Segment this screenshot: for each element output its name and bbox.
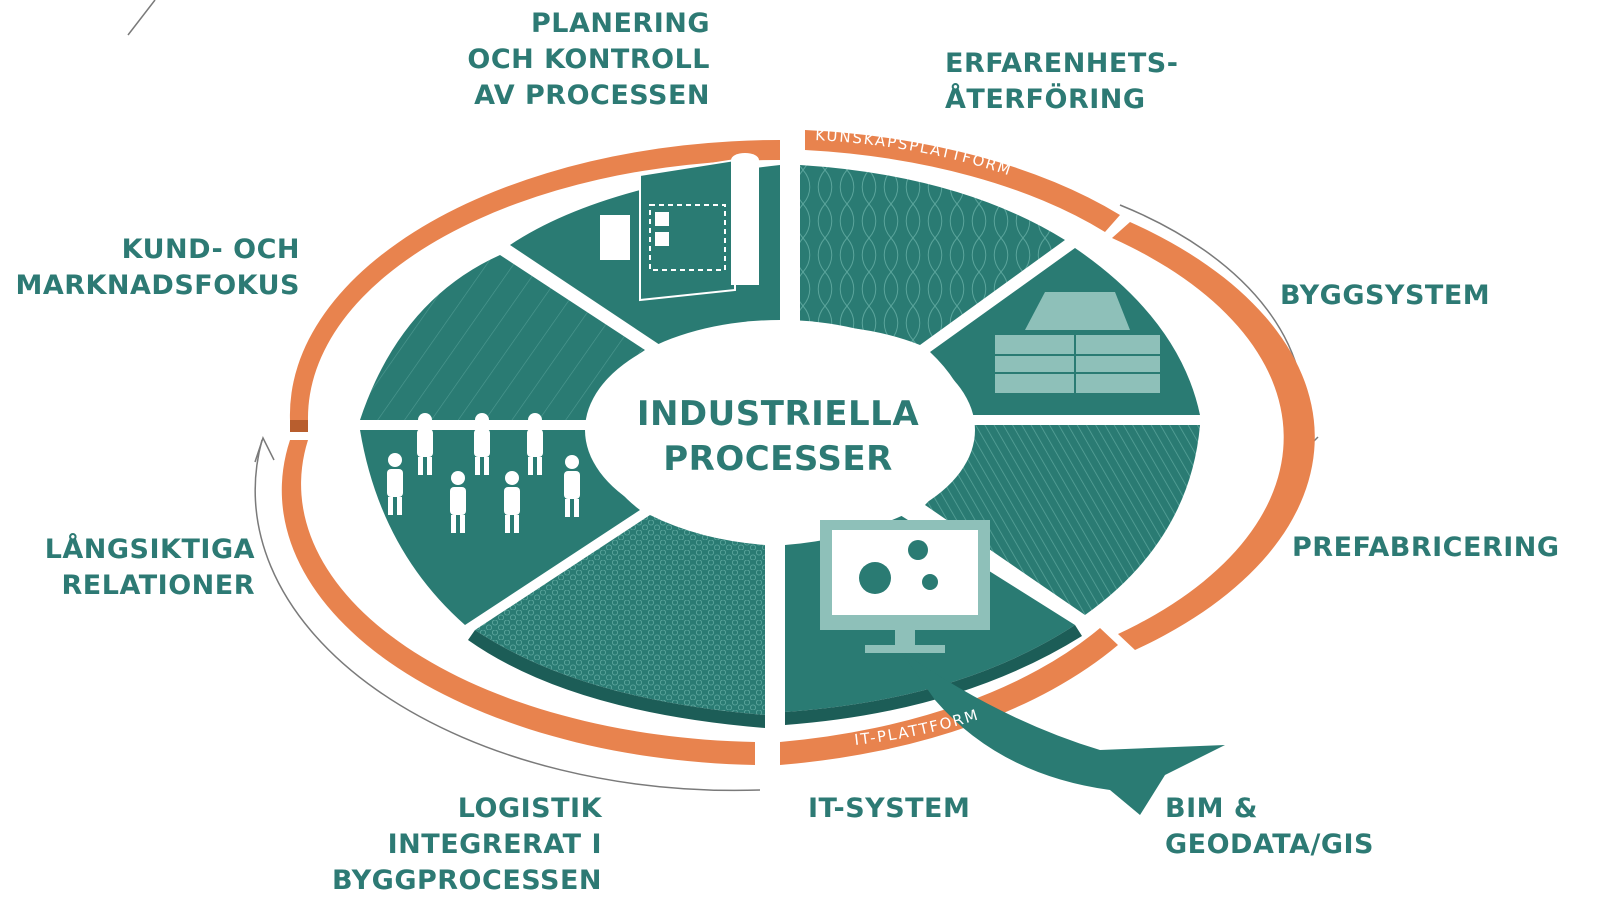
corner-line [127, 0, 156, 36]
center-title-line1: INDUSTRIELLA [637, 394, 920, 434]
label-experience: ERFARENHETS- ÅTERFÖRING [945, 48, 1179, 115]
label-it-system: IT-SYSTEM [808, 793, 971, 824]
center-ellipse [585, 320, 975, 540]
label-prefab: PREFABRICERING [1292, 532, 1560, 563]
label-relations: LÅNGSIKTIGA RELATIONER [44, 534, 255, 601]
wedge-customer [360, 255, 645, 420]
workers-icon [387, 413, 580, 533]
ring-segment-process [289, 139, 780, 420]
wedge-experience [800, 165, 1065, 345]
wedge-edge-bottom-right [785, 625, 1082, 725]
computer-gears-icon [820, 520, 990, 653]
ring-label-technology: TEKNIKPLATTFORM [1209, 376, 1264, 538]
wedge-edge-bottom [468, 630, 765, 728]
ring-segment-it [780, 628, 1118, 765]
center-title-line2: PROCESSER [663, 439, 893, 479]
wedge-prefab [925, 425, 1200, 615]
ring-label-technology-text: TEKNIKPLATTFORM [1209, 376, 1262, 538]
ring-segment-technology [1112, 222, 1315, 650]
arrow-head-left [254, 436, 275, 463]
label-logistics: LOGISTIK INTEGRERAT I BYGGPROCESSEN [332, 793, 602, 896]
ring-segment-process-side [290, 420, 308, 432]
bim-arrow [900, 650, 1225, 815]
wedge-logistics [475, 515, 765, 715]
planning-document-icon [600, 153, 759, 302]
platform-ring [281, 130, 1315, 765]
label-planning: PLANERING OCH KONTROLL AV PROCESSEN [467, 8, 710, 111]
label-customer: KUND- OCH MARKNADSFOKUS [15, 234, 300, 301]
building-blocks-icon [995, 292, 1160, 393]
label-building-systems: BYGGSYSTEM [1280, 280, 1491, 311]
label-bim: BIM & GEODATA/GIS [1165, 793, 1375, 860]
cycle-arrow-left [254, 439, 761, 792]
ring-segment-knowledge [805, 130, 1120, 232]
